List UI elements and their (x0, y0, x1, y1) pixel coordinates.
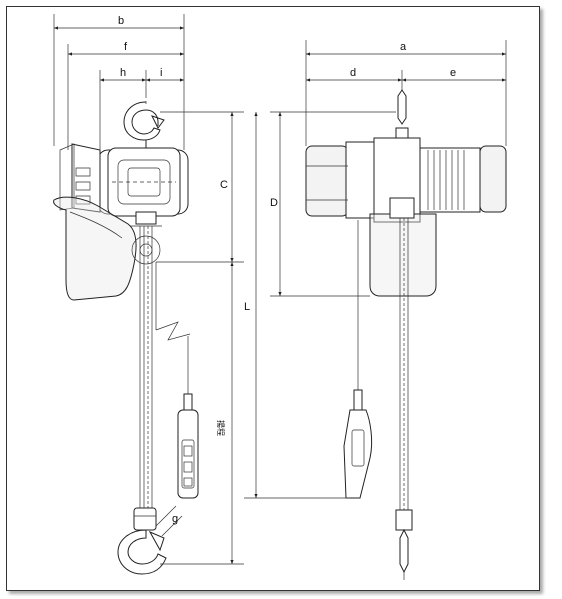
dim-d-label: d (350, 67, 356, 79)
dim-a-label: a (400, 41, 407, 53)
dim-D-label: D (270, 197, 278, 209)
front-view-dimensions: a d e D (244, 40, 507, 499)
dim-c-label: C (220, 179, 228, 191)
dim-l-label: L (244, 301, 250, 313)
side-view (53, 92, 199, 575)
vertical-dimensions: C L 揚程 g (155, 111, 250, 565)
dim-e-label: e (450, 67, 456, 79)
dim-g-label: g (172, 513, 178, 525)
dim-b-label: b (118, 15, 124, 27)
dim-f-label: f (124, 41, 128, 53)
cable-note: 揚程 (216, 420, 226, 436)
side-view-dimensions: b f h i (53, 14, 185, 150)
front-view (305, 84, 507, 580)
dim-h-label: h (120, 67, 126, 79)
dim-i-label: i (160, 67, 162, 79)
